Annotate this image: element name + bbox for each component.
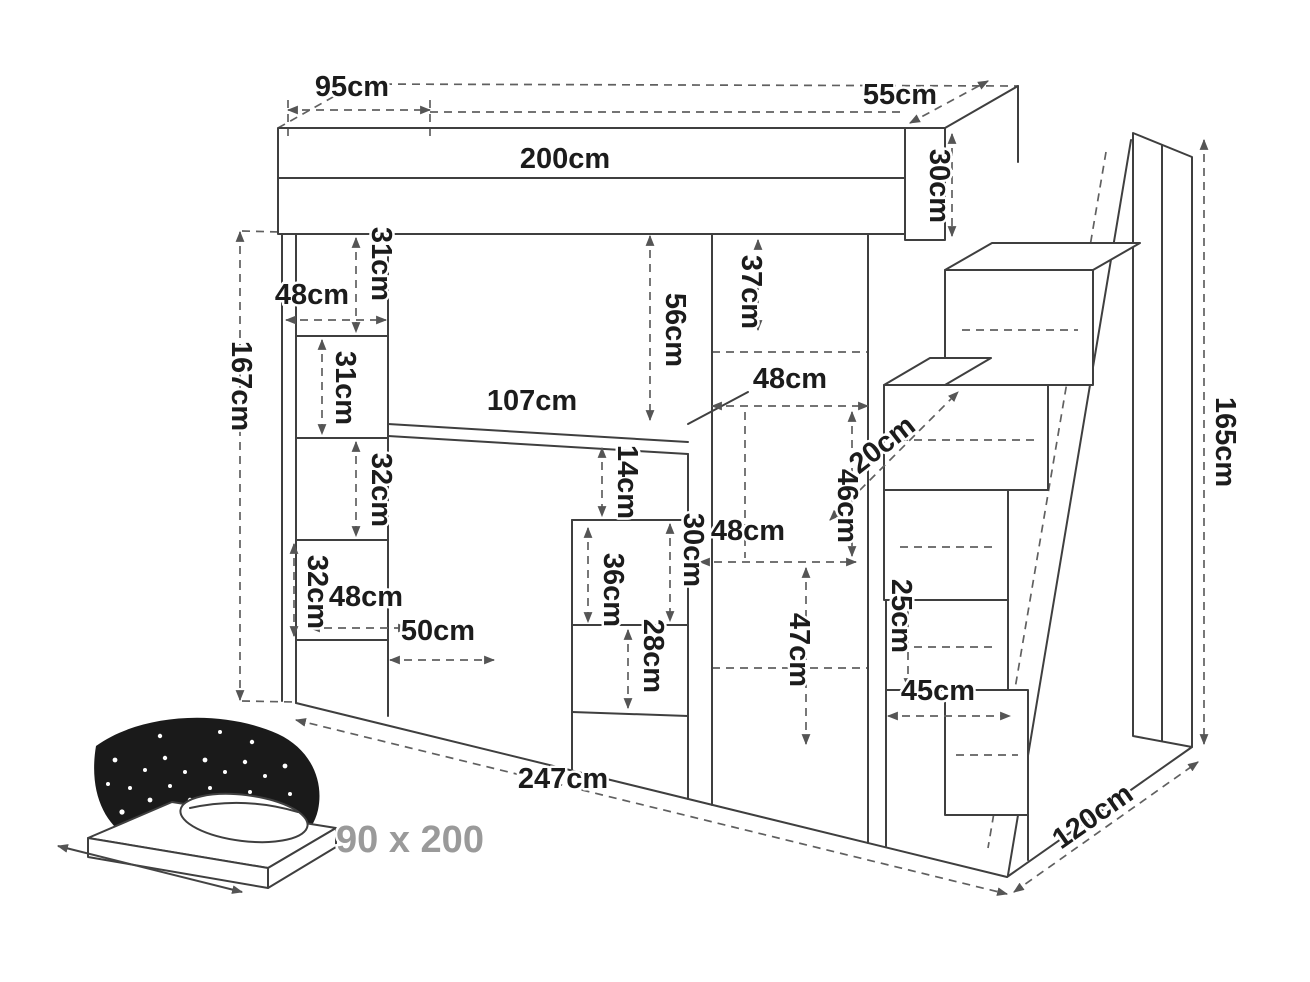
dim-label-95: 95cm — [315, 71, 389, 103]
dim-label-36: 36cm — [597, 553, 629, 627]
mattress-size-label: 90 x 200 — [336, 819, 484, 861]
dim-label-200: 200cm — [520, 143, 610, 175]
pillow-crease — [189, 801, 299, 813]
bed-with-starry-blanket-icon: 90 x 200 — [56, 717, 486, 894]
dim-label-31-b: 31cm — [329, 351, 361, 425]
dim-label-165: 165cm — [1209, 397, 1241, 487]
bed-frame — [277, 85, 1019, 241]
dim-label-32-b: 32cm — [301, 555, 333, 629]
dim-label-25: 25cm — [885, 579, 917, 653]
dim-label-30-right: 30cm — [923, 149, 955, 223]
dim-label-48-d: 48cm — [329, 581, 403, 613]
dim-label-50: 50cm — [401, 615, 475, 647]
dim-label-14: 14cm — [611, 445, 643, 519]
dim-label-48-c: 48cm — [711, 515, 785, 547]
dim-label-56: 56cm — [659, 293, 691, 367]
dim-label-48-a: 48cm — [275, 279, 349, 311]
dim-label-47: 47cm — [783, 613, 815, 687]
dim-label-107: 107cm — [487, 385, 577, 417]
left-shelf-column — [281, 233, 389, 717]
storage-stairs — [883, 242, 1141, 861]
dim-label-30-b: 30cm — [677, 513, 709, 587]
dim-label-31-a: 31cm — [365, 227, 397, 301]
length-arrow — [56, 844, 244, 894]
dim-label-46: 46cm — [831, 469, 863, 543]
dim-label-55: 55cm — [863, 79, 937, 111]
dim-label-167: 167cm — [225, 341, 257, 431]
dim-label-247: 247cm — [518, 763, 608, 795]
dim-label-32-a: 32cm — [365, 453, 397, 527]
dim-label-37: 37cm — [735, 255, 767, 329]
mattress-side — [267, 827, 337, 889]
dim-label-48-b: 48cm — [753, 363, 827, 395]
dimension-labels: 95cm 200cm 55cm 30cm 31cm 48cm 167cm 31c… — [223, 69, 1244, 859]
dim-label-28: 28cm — [637, 619, 669, 693]
dim-label-120: 120cm — [1047, 778, 1139, 856]
dimension-lines — [235, 80, 1209, 896]
dim-label-45: 45cm — [901, 675, 975, 707]
